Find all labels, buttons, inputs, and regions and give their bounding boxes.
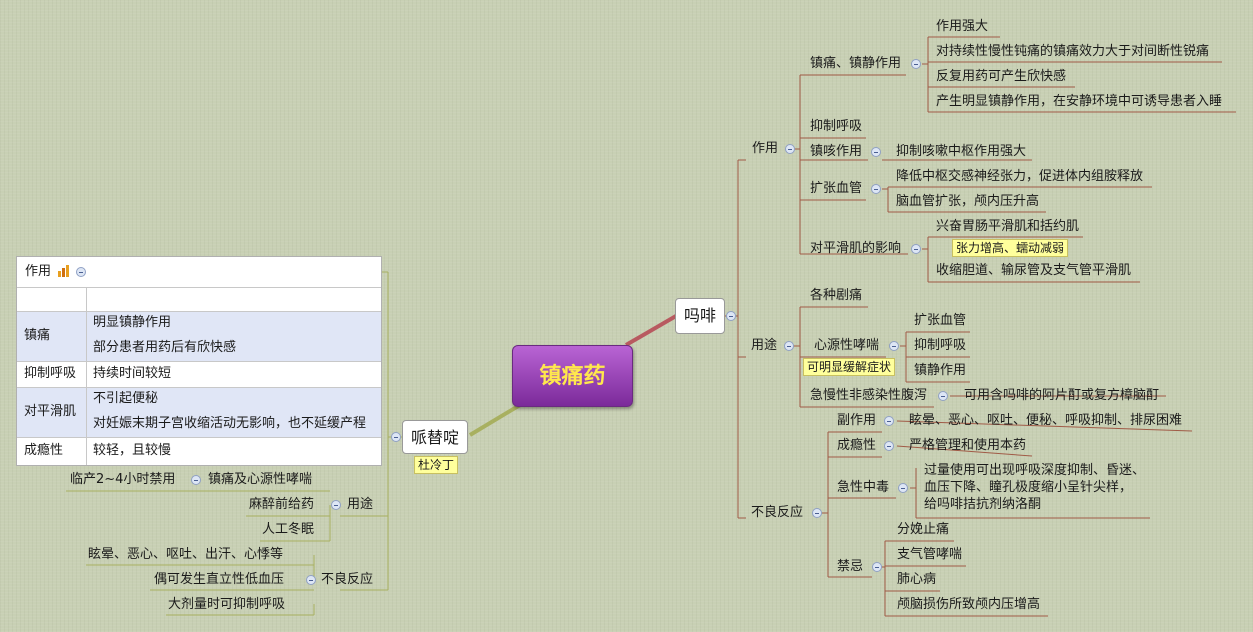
table-title: 作用 <box>25 264 52 279</box>
table-key: 抑制呼吸 <box>24 366 77 381</box>
analgesic-label[interactable]: 镇痛、镇静作用 <box>810 56 902 71</box>
collapse-icon[interactable] <box>726 311 736 321</box>
diarrhea-label[interactable]: 急慢性非感染性腹泻 <box>810 388 928 403</box>
table-value: 持续时间较短 <box>93 366 172 381</box>
table-row <box>17 287 381 312</box>
pethidine-uses-label[interactable]: 用途 <box>347 497 374 512</box>
collapse-icon[interactable] <box>785 144 795 154</box>
pethidine-alias[interactable]: 杜冷丁 <box>414 456 459 474</box>
collapse-icon[interactable] <box>784 341 794 351</box>
smooth-muscle-label[interactable]: 对平滑肌的影响 <box>810 241 902 256</box>
poison-label[interactable]: 急性中毒 <box>837 480 890 495</box>
collapse-icon[interactable] <box>938 391 948 401</box>
asthma-note[interactable]: 可明显缓解症状 <box>803 358 896 376</box>
pethidine-node[interactable]: 哌替啶 <box>402 420 468 454</box>
morphine-uses-label[interactable]: 用途 <box>751 338 778 353</box>
table-value: 部分患者用药后有欣快感 <box>93 340 237 355</box>
table-row: 对平滑肌 不引起便秘 对妊娠末期子宫收缩活动无影响，也不延缓产程 <box>17 388 381 438</box>
anesthesia-item[interactable]: 麻醉前给药 <box>249 497 315 512</box>
contra-item-2[interactable]: 支气管哮喘 <box>897 547 963 562</box>
collapse-icon[interactable] <box>911 244 921 254</box>
morphine-title: 吗啡 <box>683 306 716 325</box>
collapse-icon[interactable] <box>884 416 894 426</box>
collapse-icon[interactable] <box>812 508 822 518</box>
analgesic-item-1[interactable]: 作用强大 <box>936 19 989 34</box>
table-key: 镇痛 <box>24 328 51 343</box>
collapse-icon[interactable] <box>898 483 908 493</box>
pethidine-title: 哌替啶 <box>410 428 459 447</box>
smooth-note[interactable]: 张力增高、蠕动减弱 <box>952 239 1069 257</box>
table-row: 成瘾性 较轻，且较慢 <box>17 438 381 465</box>
table-row: 抑制呼吸 持续时间较短 <box>17 362 381 388</box>
labor-item[interactable]: 镇痛及心源性哮喘 <box>208 472 313 487</box>
collapse-icon[interactable] <box>872 562 882 572</box>
morphine-node[interactable]: 吗啡 <box>675 298 725 334</box>
analgesic-item-4[interactable]: 产生明显镇静作用，在安静环境中可诱导患者入睡 <box>936 94 1223 109</box>
asthma-label[interactable]: 心源性哮喘 <box>814 338 880 353</box>
analgesic-item-2[interactable]: 对持续性慢性钝痛的镇痛效力大于对间断性锐痛 <box>936 44 1210 59</box>
smooth-item-2[interactable]: 收缩胆道、输尿管及支气管平滑肌 <box>936 263 1132 278</box>
collapse-icon[interactable] <box>911 59 921 69</box>
collapse-icon[interactable] <box>191 475 201 485</box>
pethidine-adverse-item-2[interactable]: 偶可发生直立性低血压 <box>154 572 285 587</box>
smooth-item-1[interactable]: 兴奋胃肠平滑肌和括约肌 <box>936 219 1080 234</box>
table-value: 不引起便秘 <box>93 391 159 406</box>
table-row: 镇痛 明显镇静作用 部分患者用药后有欣快感 <box>17 312 381 362</box>
uses-pain[interactable]: 各种剧痛 <box>810 288 863 303</box>
collapse-icon[interactable] <box>76 267 86 277</box>
pethidine-adverse-label[interactable]: 不良反应 <box>321 572 374 587</box>
vessel-item-1[interactable]: 降低中枢交感神经张力，促进体内组胺释放 <box>896 169 1144 184</box>
contra-label[interactable]: 禁忌 <box>837 559 864 574</box>
contra-item-3[interactable]: 肺心病 <box>897 572 937 587</box>
morphine-effects-label[interactable]: 作用 <box>752 141 779 156</box>
table-value: 较轻，且较慢 <box>93 443 172 458</box>
table-key: 成瘾性 <box>24 443 64 458</box>
central-topic[interactable]: 镇痛药 <box>512 345 633 407</box>
vessel-item-2[interactable]: 脑血管扩张，颅内压升高 <box>896 194 1040 209</box>
collapse-icon[interactable] <box>331 500 341 510</box>
table-key: 对平滑肌 <box>24 404 77 419</box>
pethidine-effects-table[interactable]: 作用 镇痛 明显镇静作用 部分患者用药后有欣快感 抑制呼吸 持续时间较短 对平滑… <box>16 256 382 466</box>
asthma-item-1[interactable]: 扩张血管 <box>914 313 967 328</box>
chart-icon <box>57 265 71 277</box>
poison-line-3[interactable]: 给吗啡拮抗剂纳洛酮 <box>924 497 1042 512</box>
collapse-icon[interactable] <box>884 441 894 451</box>
side-effect-item[interactable]: 眩晕、恶心、呕吐、便秘、呼吸抑制、排尿困难 <box>909 413 1183 428</box>
table-value: 明显镇静作用 <box>93 315 172 330</box>
labor-label[interactable]: 临产2~4小时禁用 <box>70 472 176 487</box>
analgesic-item-3[interactable]: 反复用药可产生欣快感 <box>936 69 1067 84</box>
asthma-item-3[interactable]: 镇静作用 <box>914 363 967 378</box>
asthma-item-2[interactable]: 抑制呼吸 <box>914 338 967 353</box>
cough-item[interactable]: 抑制咳嗽中枢作用强大 <box>896 144 1027 159</box>
poison-line-1[interactable]: 过量使用可出现呼吸深度抑制、昏迷、 <box>924 463 1146 478</box>
addiction-label[interactable]: 成瘾性 <box>837 438 877 453</box>
pethidine-adverse-item-1[interactable]: 眩晕、恶心、呕吐、出汗、心悸等 <box>88 547 284 562</box>
collapse-icon[interactable] <box>391 432 401 442</box>
collapse-icon[interactable] <box>871 147 881 157</box>
diarrhea-item[interactable]: 可用含吗啡的阿片酊或复方樟脑酊 <box>964 388 1160 403</box>
collapse-icon[interactable] <box>306 575 316 585</box>
poison-line-2[interactable]: 血压下降、瞳孔极度缩小呈针尖样， <box>924 480 1133 495</box>
side-effect-label[interactable]: 副作用 <box>837 413 877 428</box>
contra-item-4[interactable]: 颅脑损伤所致颅内压增高 <box>897 597 1041 612</box>
hibernation-item[interactable]: 人工冬眠 <box>262 522 315 537</box>
table-header: 作用 <box>17 257 381 288</box>
cough-label[interactable]: 镇咳作用 <box>810 144 863 159</box>
resp-label[interactable]: 抑制呼吸 <box>810 119 863 134</box>
addiction-item[interactable]: 严格管理和使用本药 <box>909 438 1027 453</box>
morphine-adverse-label[interactable]: 不良反应 <box>751 505 804 520</box>
collapse-icon[interactable] <box>871 184 881 194</box>
table-value: 对妊娠末期子宫收缩活动无影响，也不延缓产程 <box>93 416 367 431</box>
contra-item-1[interactable]: 分娩止痛 <box>897 522 950 537</box>
pethidine-adverse-item-3[interactable]: 大剂量时可抑制呼吸 <box>168 597 286 612</box>
collapse-icon[interactable] <box>889 341 899 351</box>
vessel-label[interactable]: 扩张血管 <box>810 181 863 196</box>
